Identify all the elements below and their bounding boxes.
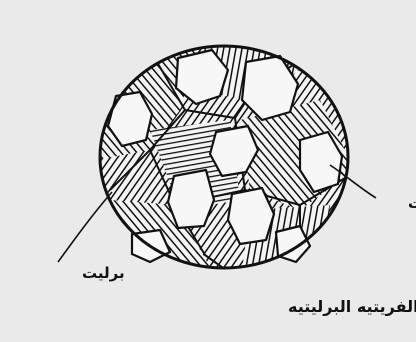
pearlite-leader-line — [58, 192, 112, 262]
ferrite-grain — [168, 170, 214, 228]
figure-caption: البنيه الفريتيه البرليتيه — [288, 297, 416, 316]
pearlite-label: برليت — [82, 264, 125, 282]
ferrite-label: الفريت — [408, 194, 416, 212]
